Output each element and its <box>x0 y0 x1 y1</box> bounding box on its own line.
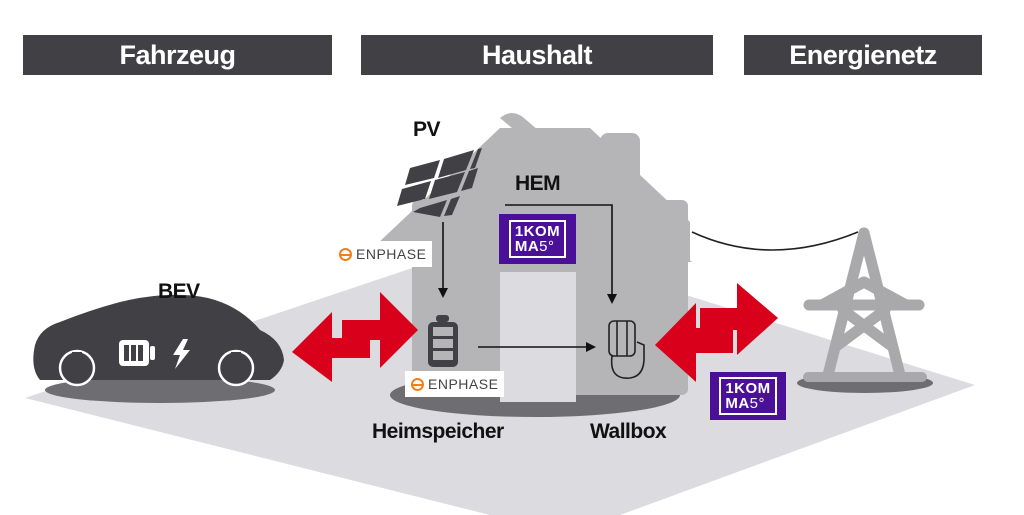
label-bev: BEV <box>158 280 200 303</box>
bidirectional-arrow-icon-car-house <box>292 292 418 382</box>
header-fahrzeug: Fahrzeug <box>23 35 332 75</box>
komma5-line1: 1KOM <box>514 223 561 240</box>
enphase-icon <box>339 247 352 261</box>
car-icon <box>33 294 285 387</box>
header-haushalt: Haushalt <box>361 35 713 75</box>
enphase-text: ENPHASE <box>356 246 427 262</box>
flow-arrows <box>438 204 617 352</box>
enphase-icon <box>411 377 424 391</box>
komma5-degree: 5° <box>749 395 765 412</box>
komma5-logo-hem: 1KOM MA5° <box>499 214 576 264</box>
wallbox-icon <box>608 320 645 379</box>
label-wallbox: Wallbox <box>590 420 667 443</box>
komma5-line2: MA <box>725 395 750 412</box>
enphase-logo-pv: ENPHASE <box>333 241 433 267</box>
solar-panel-icon <box>397 148 482 217</box>
label-hem: HEM <box>515 172 561 195</box>
label-pv: PV <box>413 118 441 141</box>
enphase-logo-storage: ENPHASE <box>405 371 505 397</box>
komma5-degree: 5° <box>539 238 555 255</box>
komma5-logo-wallbox: 1KOM MA5° <box>710 372 786 420</box>
lightning-icon <box>173 339 190 369</box>
car-shadow <box>45 377 275 403</box>
label-heimspeicher: Heimspeicher <box>372 420 504 443</box>
power-pylon-icon <box>803 227 927 382</box>
komma5-line2: MA <box>514 238 540 255</box>
header-energienetz: Energienetz <box>744 35 982 75</box>
home-battery-icon <box>428 315 458 367</box>
power-line <box>691 231 859 251</box>
enphase-text: ENPHASE <box>428 376 499 392</box>
komma5-line1: 1KOM <box>725 380 771 397</box>
bidirectional-arrow-icon-house-grid <box>655 283 778 382</box>
car-battery-icon <box>119 340 155 366</box>
